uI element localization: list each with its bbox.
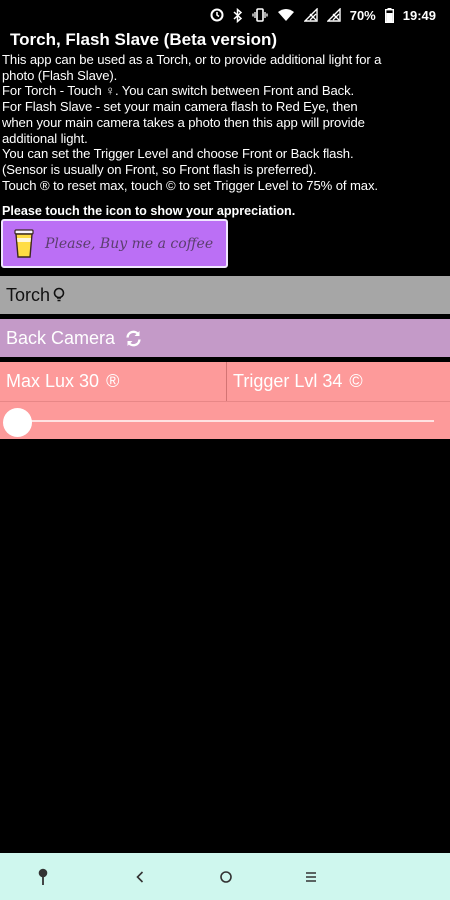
description-line: For Torch - Touch ♀. You can switch betw… bbox=[2, 83, 355, 99]
description-line: (Sensor is usually on Front, so Front fl… bbox=[2, 161, 317, 177]
buy-coffee-button[interactable]: Please, Buy me a coffee bbox=[1, 219, 228, 268]
torch-button[interactable]: Torch bbox=[0, 276, 450, 314]
navigation-bar bbox=[0, 853, 450, 900]
torch-label: Torch bbox=[6, 284, 51, 305]
buy-coffee-label: Please, Buy me a coffee bbox=[45, 235, 214, 252]
lux-row: Max Lux 30 ® Trigger Lvl 34 © bbox=[0, 362, 450, 401]
trigger-level-button[interactable]: Trigger Lvl 34 © bbox=[227, 362, 450, 401]
description-line: Touch ® to reset max, touch © to set Tri… bbox=[2, 177, 378, 193]
wifi-icon bbox=[277, 8, 295, 22]
no-signal-icon bbox=[303, 8, 318, 22]
app-title: Torch, Flash Slave (Beta version) bbox=[10, 30, 278, 49]
description-line: additional light. bbox=[2, 130, 88, 146]
coffee-cup-icon bbox=[13, 228, 35, 259]
trigger-level-label: Trigger Lvl 34 bbox=[233, 371, 343, 391]
description-line: This app can be used as a Torch, or to p… bbox=[2, 52, 382, 67]
back-icon[interactable] bbox=[120, 853, 160, 900]
camera-switch-button[interactable]: Back Camera bbox=[0, 319, 450, 357]
registered-icon: ® bbox=[106, 371, 120, 391]
home-icon[interactable] bbox=[206, 853, 246, 900]
status-time: 19:49 bbox=[402, 7, 436, 23]
status-bar: 70% 19:49 bbox=[0, 0, 450, 30]
battery-icon bbox=[384, 7, 394, 23]
app-description: This app can be used as a Torch, or to p… bbox=[2, 52, 448, 193]
sync-icon bbox=[210, 8, 224, 22]
description-line: For Flash Slave - set your main camera f… bbox=[2, 99, 358, 115]
appreciation-text: Please touch the icon to show your appre… bbox=[2, 204, 296, 218]
max-lux-button[interactable]: Max Lux 30 ® bbox=[0, 362, 227, 401]
slider-thumb[interactable] bbox=[3, 408, 32, 437]
no-signal-icon bbox=[326, 8, 341, 22]
trigger-slider[interactable] bbox=[0, 401, 450, 439]
copyright-icon: © bbox=[349, 371, 363, 391]
camera-label: Back Camera bbox=[6, 327, 116, 348]
slider-track[interactable] bbox=[18, 420, 434, 422]
battery-percent: 70% bbox=[349, 7, 376, 23]
lightbulb-icon bbox=[53, 287, 65, 303]
bluetooth-icon bbox=[233, 7, 243, 23]
description-line: when your main camera takes a photo then… bbox=[2, 114, 365, 130]
description-line: photo (Flash Slave). bbox=[2, 67, 118, 83]
menu-icon[interactable] bbox=[291, 853, 331, 900]
vibrate-icon bbox=[252, 8, 268, 22]
max-lux-label: Max Lux 30 bbox=[6, 371, 100, 391]
refresh-icon bbox=[125, 330, 142, 347]
pin-icon[interactable] bbox=[23, 853, 63, 900]
description-line: You can set the Trigger Level and choose… bbox=[2, 146, 354, 162]
